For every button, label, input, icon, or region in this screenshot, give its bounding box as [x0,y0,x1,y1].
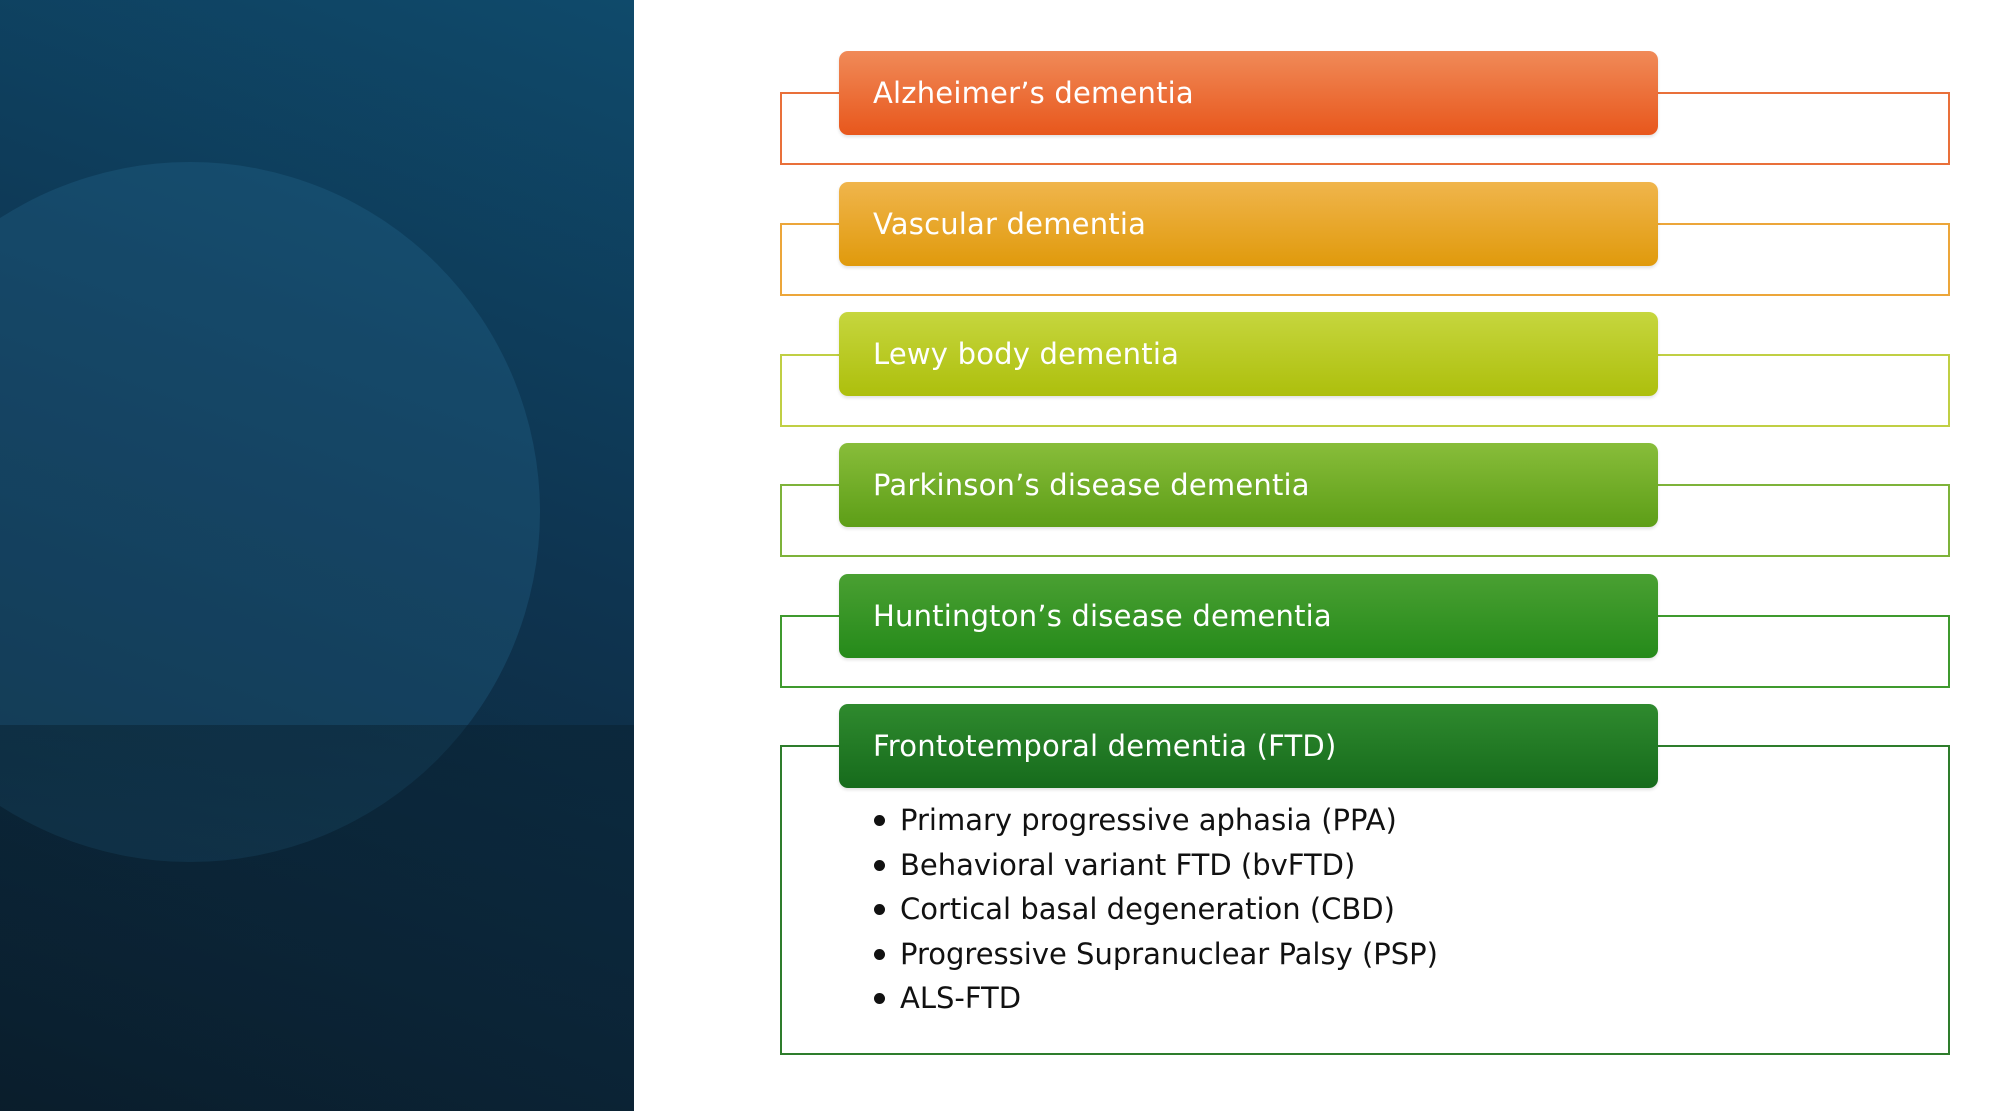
item-header: Frontotemporal dementia (FTD) [839,704,1658,788]
left-panel [0,0,634,1111]
item-header: Lewy body dementia [839,312,1658,396]
decorative-band [0,725,634,1111]
list-item: Cortical basal degeneration (CBD) [868,887,1438,932]
item-frame [780,745,1950,1055]
item-header: Alzheimer’s dementia [839,51,1658,135]
list-item: Primary progressive aphasia (PPA) [868,798,1438,843]
decorative-circle [0,162,540,862]
list-item: ALS-FTD [868,976,1438,1021]
item-header: Parkinson’s disease dementia [839,443,1658,527]
list-item: Progressive Supranuclear Palsy (PSP) [868,932,1438,977]
list-item: Behavioral variant FTD (bvFTD) [868,843,1438,888]
ftd-subtype-list: Primary progressive aphasia (PPA) Behavi… [868,798,1438,1021]
item-header: Huntington’s disease dementia [839,574,1658,658]
item-header: Vascular dementia [839,182,1658,266]
